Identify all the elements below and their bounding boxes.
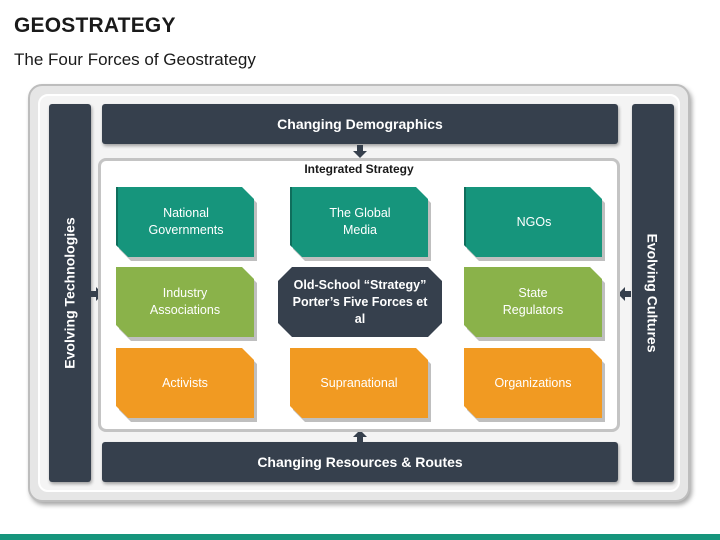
force-top-label: Changing Demographics <box>277 116 443 132</box>
arrow-down-icon <box>353 145 367 158</box>
box-label: Activists <box>162 375 208 390</box>
force-bottom-label: Changing Resources & Routes <box>257 454 463 470</box>
box-label: The Global Media <box>329 206 391 237</box>
box-ngos: NGOs <box>464 187 602 257</box>
page-subtitle: The Four Forces of Geostrategy <box>14 50 256 69</box>
box-industry-associations: Industry Associations <box>116 267 254 337</box>
box-label: State Regulators <box>502 286 564 317</box>
box-global-media: The Global Media <box>290 187 428 257</box>
box-label: NGOs <box>516 214 552 229</box>
box-state-regulators: State Regulators <box>464 267 602 337</box>
box-label: Supranational <box>320 375 398 390</box>
force-top-bar: Changing Demographics <box>102 104 618 144</box>
force-left-label: Evolving Technologies <box>62 217 78 369</box>
arrow-left-icon <box>618 287 631 301</box>
box-label: Organizations <box>494 375 572 390</box>
box-supranational: Supranational <box>290 348 428 418</box>
box-label: National Governments <box>148 206 224 237</box>
box-organizations: Organizations <box>464 348 602 418</box>
arrow-up-icon <box>353 430 367 443</box>
force-right-label: Evolving Cultures <box>645 233 661 353</box>
box-national-governments: National Governments <box>116 187 254 257</box>
force-bottom-bar: Changing Resources & Routes <box>102 442 618 482</box>
center-box-label: Old-School “Strategy” Porter’s Five Forc… <box>292 277 428 326</box>
integrated-strategy-label: Integrated Strategy <box>304 162 414 176</box>
force-left-bar: Evolving Technologies <box>49 104 91 482</box>
box-label: Industry Associations <box>149 286 221 317</box>
center-box-old-school-strategy: Old-School “Strategy” Porter’s Five Forc… <box>278 267 442 337</box>
footer-band <box>0 534 720 540</box>
box-activists: Activists <box>116 348 254 418</box>
page-title: GEOSTRATEGY <box>14 14 176 37</box>
force-right-bar: Evolving Cultures <box>632 104 674 482</box>
